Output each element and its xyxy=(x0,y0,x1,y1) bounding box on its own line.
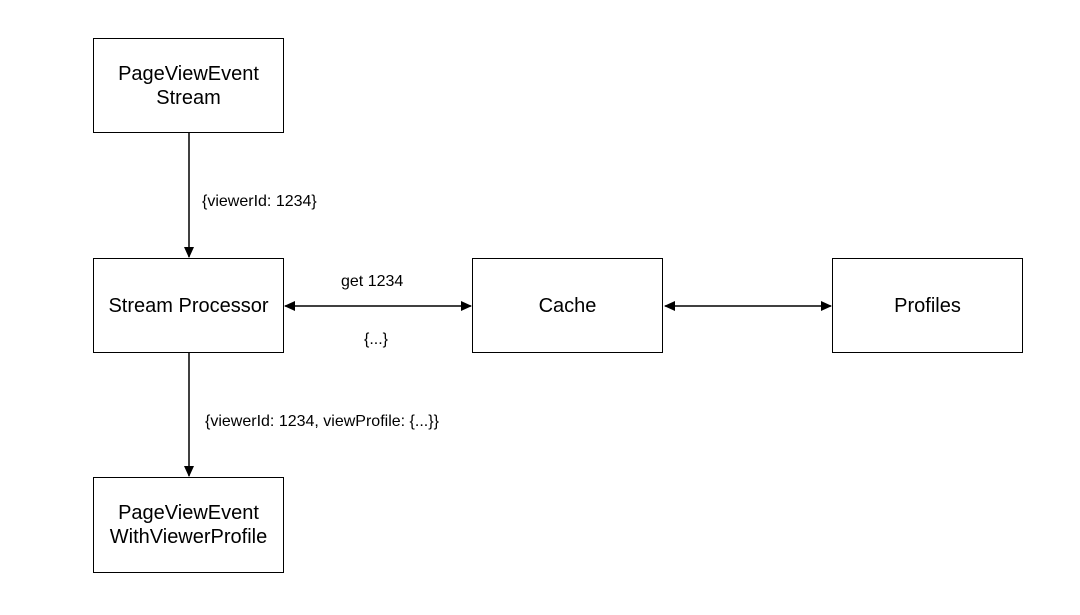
edge-label-cache-request: get 1234 xyxy=(341,273,404,290)
node-page-view-event-stream-line2: Stream xyxy=(156,86,221,109)
node-cache-label: Cache xyxy=(538,294,597,317)
node-stream-processor-label: Stream Processor xyxy=(108,294,269,317)
edge-label-processor-to-output: {viewerId: 1234, viewProfile: {...}} xyxy=(205,413,439,430)
node-page-view-event-with-profile: PageViewEvent WithViewerProfile xyxy=(93,477,284,573)
node-profiles-label: Profiles xyxy=(894,294,961,317)
edge-label-cache-response: {...} xyxy=(364,331,389,348)
edge-label-stream-to-processor: {viewerId: 1234} xyxy=(202,193,317,210)
node-page-view-event-stream: PageViewEvent Stream xyxy=(93,38,284,133)
node-page-view-event-with-profile-line2: WithViewerProfile xyxy=(109,526,268,548)
node-profiles: Profiles xyxy=(832,258,1023,353)
node-stream-processor: Stream Processor xyxy=(93,258,284,353)
node-cache: Cache xyxy=(472,258,663,353)
node-page-view-event-stream-line1: PageViewEvent xyxy=(118,62,259,85)
node-page-view-event-with-profile-line1: PageViewEvent xyxy=(118,502,259,524)
